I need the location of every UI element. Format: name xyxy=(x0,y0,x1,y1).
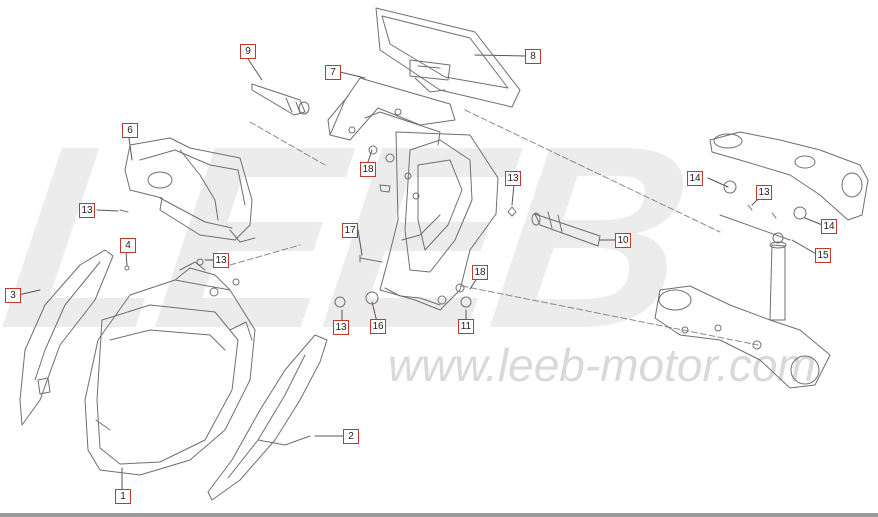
callout-13: 13 xyxy=(79,203,95,218)
fasteners xyxy=(119,145,807,308)
callout-1: 1 xyxy=(115,489,131,504)
callout-14: 14 xyxy=(821,219,837,234)
callout-2: 2 xyxy=(343,429,359,444)
part-7-bracket xyxy=(327,77,456,146)
steering-stem xyxy=(654,241,831,389)
part-10-pin xyxy=(531,211,601,247)
callout-13: 13 xyxy=(505,171,521,186)
part-17-bolt xyxy=(359,254,383,263)
callout-18: 18 xyxy=(472,265,488,280)
callout-10: 10 xyxy=(615,233,631,248)
callout-6: 6 xyxy=(122,123,138,138)
callout-8: 8 xyxy=(525,49,541,64)
callout-13: 13 xyxy=(213,253,229,268)
callout-16: 16 xyxy=(370,319,386,334)
watermark-url: www.leeb-motor.com xyxy=(388,339,816,391)
part-3-left-panel xyxy=(19,249,114,426)
callout-13: 13 xyxy=(756,185,772,200)
part-8-instrument-cluster xyxy=(375,7,521,108)
callout-15: 15 xyxy=(815,248,831,263)
callout-4: 4 xyxy=(120,238,136,253)
part-6-rear-cover xyxy=(124,137,256,243)
callout-18: 18 xyxy=(360,162,376,177)
part-1-headlight xyxy=(84,261,256,476)
part-2-right-panel xyxy=(207,334,328,501)
callout-11: 11 xyxy=(458,319,474,334)
callout-17: 17 xyxy=(342,223,358,238)
part-9-pin xyxy=(251,83,310,116)
headlight-support-frame xyxy=(379,131,499,311)
callout-3: 3 xyxy=(5,288,21,303)
callout-14: 14 xyxy=(687,171,703,186)
bottom-border xyxy=(0,513,878,517)
leader-lines xyxy=(229,109,759,346)
callout-13: 13 xyxy=(333,320,349,335)
callout-leaders xyxy=(17,54,826,496)
callout-9: 9 xyxy=(240,44,256,59)
callout-7: 7 xyxy=(325,65,341,80)
part-15-upper-clamp xyxy=(709,131,869,244)
